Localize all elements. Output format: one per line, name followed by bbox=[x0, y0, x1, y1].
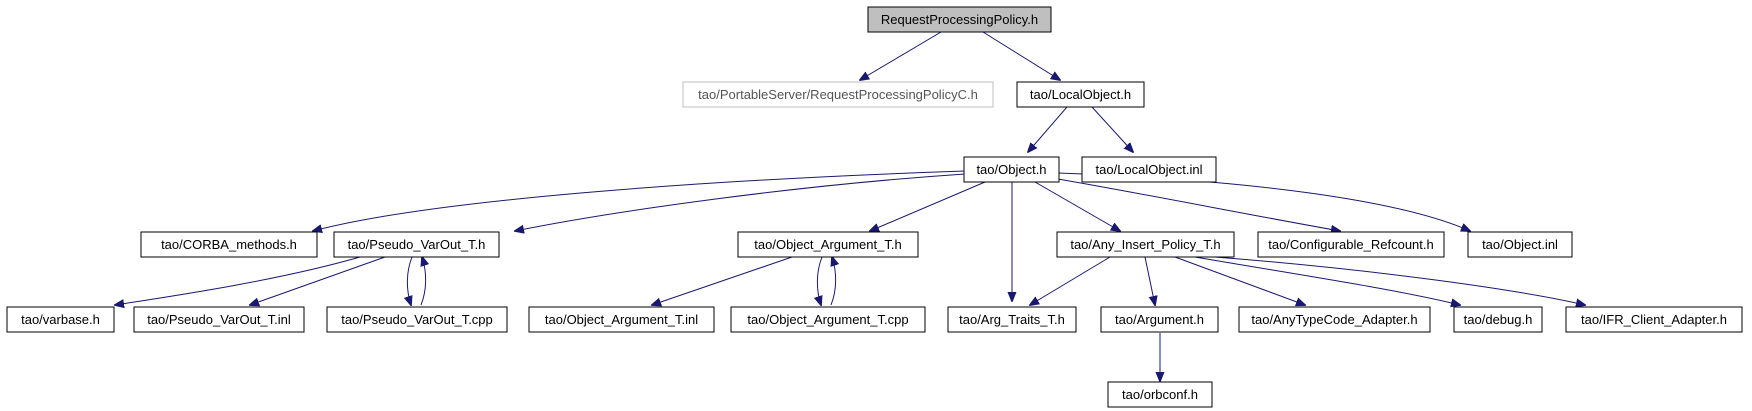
edge-root-to-local-object bbox=[982, 31, 1060, 80]
node-object-argument-inl[interactable]: tao/Object_Argument_T.inl bbox=[528, 306, 715, 333]
node-request-processing-policy-c-label: tao/PortableServer/RequestProcessingPoli… bbox=[698, 87, 978, 102]
node-local-object-inl[interactable]: tao/LocalObject.inl bbox=[1081, 156, 1217, 183]
edge-local-object-to-local-object-inl bbox=[1091, 106, 1133, 152]
edge-local-object-to-object bbox=[1028, 106, 1068, 152]
node-object-argument-cpp-label: tao/Object_Argument_T.cpp bbox=[747, 312, 908, 327]
node-request-processing-policy-c[interactable]: tao/PortableServer/RequestProcessingPoli… bbox=[682, 81, 994, 108]
node-object-inl-label: tao/Object.inl bbox=[1482, 237, 1558, 252]
node-ifr-client-adapter-label: tao/IFR_Client_Adapter.h bbox=[1581, 312, 1727, 327]
node-arg-traits-label: tao/Arg_Traits_T.h bbox=[959, 312, 1065, 327]
edge-object-to-object-argument bbox=[870, 181, 986, 231]
node-pseudo-varout-inl[interactable]: tao/Pseudo_VarOut_T.inl bbox=[133, 306, 305, 333]
edge-object-argument-to-object-argument-inl bbox=[652, 256, 793, 305]
node-debug[interactable]: tao/debug.h bbox=[1453, 306, 1543, 333]
node-any-insert-policy[interactable]: tao/Any_Insert_Policy_T.h bbox=[1056, 231, 1235, 258]
edge-any-insert-policy-to-ifr-client-adapter bbox=[1214, 256, 1585, 305]
node-configurable-refcount[interactable]: tao/Configurable_Refcount.h bbox=[1257, 231, 1445, 258]
node-ifr-client-adapter[interactable]: tao/IFR_Client_Adapter.h bbox=[1565, 306, 1743, 333]
node-local-object-label: tao/LocalObject.h bbox=[1030, 87, 1131, 102]
node-anytypecode-adapter[interactable]: tao/AnyTypeCode_Adapter.h bbox=[1238, 306, 1431, 333]
node-argument[interactable]: tao/Argument.h bbox=[1100, 306, 1219, 333]
edge-object-to-corba-methods bbox=[313, 170, 966, 231]
edge-object-argument-cpp-to-object-argument bbox=[831, 257, 836, 306]
edge-any-insert-policy-to-arg-traits bbox=[1030, 256, 1111, 305]
edge-pseudo-varout-to-pseudo-varout-cpp bbox=[407, 256, 412, 305]
node-object-label: tao/Object.h bbox=[976, 162, 1046, 177]
edge-object-argument-to-object-argument-cpp bbox=[817, 256, 822, 305]
edge-pseudo-varout-cpp-to-pseudo-varout bbox=[421, 257, 426, 306]
edge-object-to-configurable-refcount bbox=[1057, 178, 1340, 231]
node-anytypecode-adapter-label: tao/AnyTypeCode_Adapter.h bbox=[1251, 312, 1417, 327]
node-root-label: RequestProcessingPolicy.h bbox=[881, 12, 1038, 27]
node-configurable-refcount-label: tao/Configurable_Refcount.h bbox=[1268, 237, 1434, 252]
node-pseudo-varout-inl-label: tao/Pseudo_VarOut_T.inl bbox=[147, 312, 291, 327]
node-arg-traits[interactable]: tao/Arg_Traits_T.h bbox=[947, 306, 1077, 333]
edge-object-to-pseudo-varout bbox=[515, 173, 966, 231]
node-any-insert-policy-label: tao/Any_Insert_Policy_T.h bbox=[1070, 237, 1220, 252]
node-pseudo-varout[interactable]: tao/Pseudo_VarOut_T.h bbox=[333, 231, 500, 258]
node-object-argument[interactable]: tao/Object_Argument_T.h bbox=[737, 231, 919, 258]
node-debug-label: tao/debug.h bbox=[1464, 312, 1533, 327]
edge-any-insert-policy-to-argument bbox=[1144, 256, 1155, 305]
node-object-argument-inl-label: tao/Object_Argument_T.inl bbox=[545, 312, 698, 327]
node-object-argument-label: tao/Object_Argument_T.h bbox=[754, 237, 901, 252]
edge-pseudo-varout-to-pseudo-varout-inl bbox=[250, 256, 386, 305]
node-pseudo-varout-cpp-label: tao/Pseudo_VarOut_T.cpp bbox=[341, 312, 493, 327]
edge-any-insert-policy-to-anytypecode-adapter bbox=[1174, 256, 1305, 305]
edge-any-insert-policy-to-debug bbox=[1194, 256, 1460, 305]
edge-root-to-rppc bbox=[860, 31, 942, 80]
header-file-nodes: RequestProcessingPolicy.h tao/PortableSe… bbox=[6, 6, 1743, 408]
node-root[interactable]: RequestProcessingPolicy.h bbox=[867, 6, 1052, 33]
node-pseudo-varout-label: tao/Pseudo_VarOut_T.h bbox=[348, 237, 486, 252]
node-object-argument-cpp[interactable]: tao/Object_Argument_T.cpp bbox=[730, 306, 926, 333]
node-varbase[interactable]: tao/varbase.h bbox=[6, 306, 115, 333]
node-corba-methods[interactable]: tao/CORBA_methods.h bbox=[140, 231, 318, 258]
node-pseudo-varout-cpp[interactable]: tao/Pseudo_VarOut_T.cpp bbox=[326, 306, 508, 333]
edge-object-to-any-insert-policy bbox=[1034, 181, 1120, 231]
node-object[interactable]: tao/Object.h bbox=[963, 156, 1060, 183]
edge-pseudo-varout-to-varbase bbox=[115, 256, 361, 305]
node-object-inl[interactable]: tao/Object.inl bbox=[1467, 231, 1573, 258]
node-orbconf[interactable]: tao/orbconf.h bbox=[1107, 381, 1213, 408]
node-local-object[interactable]: tao/LocalObject.h bbox=[1016, 81, 1145, 108]
node-local-object-inl-label: tao/LocalObject.inl bbox=[1096, 162, 1203, 177]
node-orbconf-label: tao/orbconf.h bbox=[1122, 387, 1198, 402]
node-varbase-label: tao/varbase.h bbox=[21, 312, 100, 327]
node-corba-methods-label: tao/CORBA_methods.h bbox=[161, 237, 297, 252]
node-argument-label: tao/Argument.h bbox=[1115, 312, 1204, 327]
